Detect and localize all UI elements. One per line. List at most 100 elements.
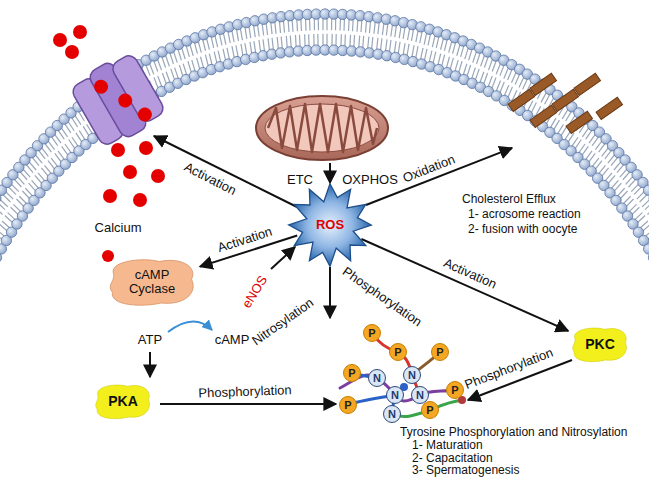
calcium-ion <box>135 105 154 124</box>
annotation-label: Phosphorylation <box>198 383 292 401</box>
arrow <box>271 247 295 269</box>
ros-star: ROS <box>287 182 373 268</box>
node-label: PKA <box>108 394 138 409</box>
group-letter: P <box>436 346 443 358</box>
mitochondrion <box>256 96 388 160</box>
group-letter: N <box>416 389 424 401</box>
nitrosyl-group: N <box>386 386 404 404</box>
group-letter: N <box>373 372 381 384</box>
nitrosyl-group: N <box>403 366 421 384</box>
arrow <box>329 163 331 183</box>
node-label: PKC <box>585 337 615 352</box>
arrow <box>149 352 151 377</box>
annotation-label: 3- Spermatogenesis <box>412 464 519 477</box>
edge-label: Activation <box>441 256 498 292</box>
lipid-head <box>643 185 649 195</box>
annotation-label: ATP <box>138 333 162 347</box>
group-letter: P <box>368 327 375 339</box>
annotation-label: eNOS <box>240 273 271 311</box>
group-letter: N <box>391 389 399 401</box>
node-label: ROS <box>316 218 344 232</box>
phosphate-group: P <box>343 364 361 382</box>
calcium-ion <box>53 33 67 47</box>
enzyme-blob: PKA <box>93 383 153 420</box>
activation-arrow <box>361 239 568 331</box>
lipid-tail <box>647 205 649 215</box>
blob-outline <box>110 259 193 305</box>
arrow <box>160 403 336 405</box>
cholesterol-rod <box>574 73 600 95</box>
cholesterol-rod <box>508 89 534 111</box>
group-letter: N <box>388 408 396 420</box>
calcium-ion <box>102 250 114 262</box>
group-letter: P <box>348 367 355 379</box>
annotation-label: 2- fusion with oocyte <box>468 223 577 236</box>
annotation-label: Phosphorylation <box>340 264 425 329</box>
calcium-ion <box>103 189 117 203</box>
arrow <box>154 136 297 207</box>
annotation-label: Nitrosylation <box>250 296 317 349</box>
nitrosyl-group: N <box>411 386 429 404</box>
mitochondrion-outer <box>256 96 388 160</box>
calcium-ion <box>123 165 137 179</box>
lipid-head <box>648 252 649 262</box>
blob-outline <box>96 385 150 419</box>
phosphate-group: P <box>389 343 407 361</box>
group-letter: N <box>408 369 416 381</box>
annotation-label: 1- acrosome reaction <box>468 208 581 221</box>
cholesterol-rods <box>508 73 622 133</box>
enzyme-blob: cAMP Cyclase <box>106 257 198 308</box>
protein-chains <box>340 333 466 417</box>
lipid-tail <box>642 197 649 207</box>
nitrosyl-group: N <box>383 405 401 423</box>
annotation-label: OXPHOS <box>342 173 398 187</box>
star-outline <box>289 184 372 267</box>
arrows <box>150 136 572 404</box>
annotation-label: Oxidation <box>401 152 457 186</box>
cholesterol-rod <box>552 89 578 111</box>
edge-label: Activation <box>216 224 274 255</box>
phosphate-group: P <box>421 401 439 419</box>
nitrosyl-group: N <box>368 369 386 387</box>
phosphate-group: P <box>363 324 381 342</box>
cholesterol-rod <box>566 111 592 133</box>
annotation-label: Phosphorylation <box>463 346 555 393</box>
phosphate-group: P <box>339 396 357 414</box>
lipid-tail <box>645 200 649 210</box>
mitochondrion-inner <box>265 104 379 152</box>
annotation-label: Cholesterol Efflux <box>462 193 556 206</box>
annotation-label: 1- Maturation <box>412 439 483 452</box>
calcium-ion <box>65 45 79 59</box>
lipid-head <box>643 244 649 254</box>
phosphate-group: P <box>446 381 464 399</box>
node-label: cAMP Cyclase <box>121 268 183 297</box>
annotation-label: Tyrosine Phosphorylation and Nitrosylati… <box>400 426 627 439</box>
calcium-ion <box>111 143 125 157</box>
blob-outline <box>573 328 627 362</box>
annotation-label: cAMP <box>215 333 250 347</box>
group-letter: P <box>451 384 458 396</box>
cristae <box>268 104 377 152</box>
arrow <box>168 321 212 332</box>
calcium-ion <box>139 141 153 155</box>
cholesterol-rod <box>596 97 622 119</box>
cholesterol-rod <box>530 105 556 127</box>
channel-subunit <box>110 53 167 125</box>
cell-membrane <box>0 9 649 272</box>
annotation-label: Activation <box>182 160 239 198</box>
calcium-ion <box>133 193 147 207</box>
enzyme-blob: PKC <box>570 326 630 363</box>
group-letter: P <box>344 399 351 411</box>
calcium-ion <box>116 91 135 110</box>
calcium-ion <box>73 25 87 39</box>
cholesterol-rod <box>530 73 556 95</box>
group-letter: P <box>426 404 433 416</box>
group-letter: P <box>394 346 401 358</box>
arrow <box>329 267 331 318</box>
calcium-channel <box>68 49 168 151</box>
calcium-ion <box>92 77 111 96</box>
annotation-label: Calcium <box>95 221 142 235</box>
phosphate-group: P <box>431 343 449 361</box>
calcium-ion <box>151 169 165 183</box>
